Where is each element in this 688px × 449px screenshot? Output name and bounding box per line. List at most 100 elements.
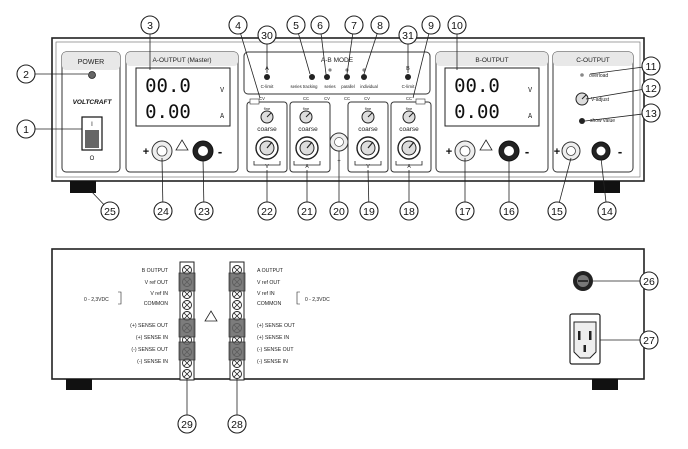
series-tracking-button[interactable] [309, 74, 315, 80]
b-current-fine-knob[interactable] [402, 110, 416, 124]
c-positive-terminal[interactable] [561, 141, 581, 161]
b-current-coarse-knob[interactable] [397, 136, 421, 160]
callout-marker [177, 414, 197, 434]
a-minus-label: - [218, 144, 222, 159]
callout-leader-line [363, 33, 378, 75]
callout-leader-line [298, 33, 311, 75]
callout-marker [297, 201, 317, 221]
callout-number: 30 [261, 30, 273, 42]
rear-right-screw-terminal[interactable] [232, 300, 242, 310]
callout-marker [359, 201, 379, 221]
callout-marker [398, 25, 418, 45]
callout-number: 11 [646, 61, 657, 73]
power-switch[interactable]: I [81, 116, 103, 151]
rear-right-jumper-bar[interactable] [228, 272, 246, 292]
a-negative-terminal[interactable] [192, 140, 214, 162]
callout-number: 31 [402, 30, 414, 42]
b-volt-unit: V [528, 86, 533, 94]
rear-left-label-2: V ref IN [150, 291, 168, 297]
series-mode-button[interactable] [324, 74, 330, 80]
callout-number: 10 [451, 20, 463, 32]
rear-right-label-2: V ref IN [257, 291, 275, 297]
b-voltage-fine-knob[interactable] [361, 110, 375, 124]
callout-9: 9 [412, 15, 441, 99]
power-inlet-socket[interactable] [569, 313, 601, 365]
callout-number: 23 [198, 206, 210, 218]
b-current-fine-label: fine [406, 106, 413, 111]
a-current-bracket-unit: A [305, 164, 309, 170]
callout-marker [257, 25, 277, 45]
rear-terminal-strip-left [178, 261, 196, 381]
rear-left-screw-terminal[interactable] [182, 369, 192, 379]
callout-number: 15 [551, 206, 563, 218]
callout-leader-line [589, 66, 643, 75]
a-output-title: A-OUTPUT (Master) [152, 57, 211, 64]
callout-18: 18 [399, 170, 419, 221]
rear-left-jumper-bar[interactable] [178, 341, 196, 361]
a-current-coarse-knob[interactable] [295, 136, 319, 160]
a-voltage-readout: 00.0 [145, 75, 191, 97]
a-cv-label: CV [259, 96, 265, 101]
show-value-button[interactable] [579, 118, 585, 124]
rear-left-jumper-bar[interactable] [178, 318, 196, 338]
rear-right-vref-range: 0 - 2,3VDC [305, 297, 330, 303]
b-amp-unit: A [528, 112, 533, 120]
rear-right-screw-terminal[interactable] [232, 369, 242, 379]
b-positive-terminal[interactable] [454, 140, 476, 162]
a-voltage-coarse-knob[interactable] [255, 136, 279, 160]
rear-warning-icon [204, 310, 218, 322]
individual-label: individual [360, 84, 378, 89]
a-warning-icon [175, 139, 189, 151]
callout-marker [194, 201, 214, 221]
rear-right-jumper-bar[interactable] [228, 341, 246, 361]
c-negative-terminal[interactable] [591, 141, 611, 161]
callout-3: 3 [140, 15, 160, 70]
rear-terminal-strip-right [228, 261, 246, 381]
callout-leader-line [89, 189, 105, 205]
rear-right-label-6: (-) SENSE OUT [257, 347, 294, 353]
c-minus-label: - [618, 144, 622, 159]
b-warning-icon [479, 139, 493, 151]
callout-16: 16 [499, 158, 519, 221]
a-current-fine-knob[interactable] [299, 110, 313, 124]
callout-11: 11 [589, 56, 661, 76]
b-voltage-coarse-knob[interactable] [356, 136, 380, 160]
fuse-holder[interactable] [573, 271, 593, 291]
b-voltage-fine-label: fine [365, 106, 372, 111]
rear-left-jumper-bar[interactable] [178, 272, 196, 292]
a-current-readout: 0.00 [145, 101, 191, 123]
callout-number: 14 [601, 206, 613, 218]
callout-marker [639, 271, 659, 291]
callout-number: 6 [317, 20, 323, 32]
series-tracking-label: series tracking [291, 84, 319, 89]
ground-terminal[interactable] [329, 132, 349, 152]
a-voltage-fine-knob[interactable] [260, 110, 274, 124]
mid-cc-label: CC [344, 96, 350, 101]
parallel-mode-button[interactable] [344, 74, 350, 80]
rear-left-screw-terminal[interactable] [182, 300, 192, 310]
callout-23: 23 [194, 157, 214, 221]
callout-marker [641, 56, 661, 76]
rear-right-screw-terminal[interactable] [232, 311, 242, 321]
rear-left-label-1: V ref OUT [145, 280, 169, 286]
callout-21: 21 [297, 170, 317, 221]
switch-on-mark: I [91, 122, 93, 128]
individual-mode-button[interactable] [361, 74, 367, 80]
v-adjust-label: V-adjust [591, 97, 610, 103]
rear-left-label-3: COMMON [144, 301, 168, 307]
callout-number: 4 [235, 20, 241, 32]
b-output-title: B-OUTPUT [475, 57, 508, 64]
overload-label: overload [589, 73, 608, 79]
callout-number: 1 [23, 124, 29, 136]
rear-left-label-0: B OUTPUT [142, 268, 169, 274]
rear-right-jumper-bar[interactable] [228, 318, 246, 338]
a-current-limit-led [264, 74, 270, 80]
rear-left-screw-terminal[interactable] [182, 311, 192, 321]
callout-marker [227, 414, 247, 434]
switch-off-mark: O [90, 156, 95, 162]
b-voltage-bracket-unit: V [366, 164, 370, 170]
rear-right-screw-terminal[interactable] [232, 358, 242, 368]
callout-marker [447, 15, 467, 35]
callout-leader-line [346, 33, 354, 75]
